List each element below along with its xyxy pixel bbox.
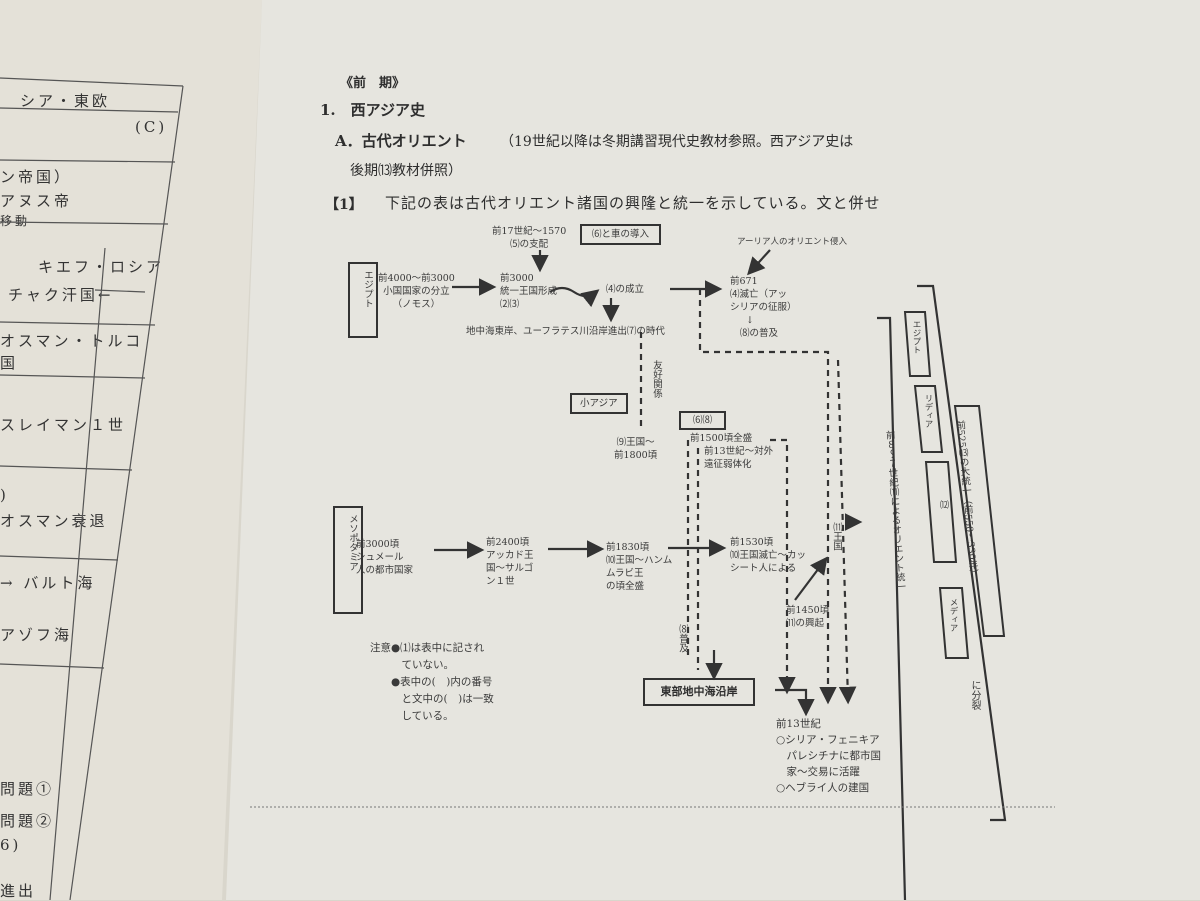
question-number: 【1】 — [325, 197, 363, 213]
chapter-title: 1. 西アジア史 — [320, 101, 426, 119]
arrow — [775, 688, 815, 717]
hittite-kingdom: ⑼王国～前1800頃 — [614, 437, 658, 461]
friendly-relations: 友好関係 — [651, 360, 662, 398]
box-6-8: ⑹⑻ — [679, 411, 727, 430]
bracket — [877, 316, 907, 900]
meso-stage-2: 前2400頃アッカド王国～サルゴン１世 — [486, 537, 534, 587]
state-12-box — [924, 461, 958, 563]
left-row: ) — [0, 486, 9, 504]
left-row: キエフ・ロシア — [38, 258, 165, 276]
left-row: アヌス帝 — [0, 192, 73, 210]
arrow — [549, 286, 600, 308]
meso-stage-3: 前1830頃⑽王国～ハンムムラビ王の頃全盛 — [606, 542, 673, 592]
arrow — [747, 249, 771, 276]
aryan-invasion: アーリア人のオリエント侵入 — [737, 237, 847, 247]
left-row: ン帝国） — [0, 168, 73, 186]
left-row: オスマン衰退 — [0, 512, 108, 530]
mediterranean-coast: 地中海東岸、ユーフラテス川沿岸進出⑺の時代 — [466, 326, 665, 337]
bracket — [917, 284, 1007, 822]
subsection-title: A．古代オリエント — [335, 132, 467, 150]
east-med-detail: 前13世紀○シリア・フェニキア パレシチナに都市国 家～交易に活躍○ヘブライ人の… — [776, 718, 881, 794]
left-row: アゾフ海 — [0, 626, 73, 644]
meso-stage-4: 前1530頃⑽王国滅亡～カッシート人による — [730, 537, 807, 574]
meso-stage-5: 前1450頃⑾の興起 — [786, 605, 830, 629]
left-header: シア・東欧 — [20, 92, 111, 110]
lydia-state: リディア — [923, 394, 933, 428]
split-label: に分裂 — [969, 680, 980, 710]
asia-minor-box: 小アジア — [570, 393, 628, 414]
kingdom-11: ⑾王国 — [831, 522, 842, 551]
spread-label: ⑻普及 — [677, 624, 688, 653]
section-label: 《前 期》 — [340, 76, 406, 91]
media-state-box — [938, 587, 970, 659]
dashed-line — [698, 289, 837, 705]
horse-chariot-box: ⑹と車の導入 — [580, 224, 662, 245]
dashed-line — [836, 359, 857, 705]
egypt-state-box — [903, 311, 932, 377]
left-row: 問題② — [0, 812, 55, 830]
left-row: オスマン・トルコ — [0, 332, 144, 350]
mesopotamia-box: メソポタミア — [333, 506, 363, 614]
note: 注意●⑴は表中に記され ていない。 ●表中の( )内の番号 と文中の( )は一致… — [370, 642, 494, 722]
great-unification-box — [953, 405, 1006, 637]
arrow — [794, 556, 828, 601]
left-row: 国 — [0, 354, 19, 372]
left-row: → バルト海 — [0, 574, 96, 592]
left-page: シア・東欧 (C) ン帝国） アヌス帝 移動 キエフ・ロシア チャク汗国← オス… — [0, 0, 262, 900]
hittite-peak: 前1500頃全盛前13世紀～対外遠征弱体化 — [690, 433, 774, 470]
subsection-note-2: 後期⒀教材併照） — [350, 163, 462, 179]
left-row: 6) — [0, 836, 22, 854]
left-row: 移動 — [0, 214, 31, 228]
left-row: スレイマン１世 — [0, 416, 127, 434]
state-12: ⑿ — [938, 500, 948, 509]
left-row: 問題① — [0, 780, 55, 798]
east-mediterranean-box: 東部地中海沿岸 — [643, 678, 755, 706]
dashed-line — [770, 438, 796, 695]
left-row: チャク汗国← — [8, 286, 114, 304]
subsection-note: （19世紀以降は冬期講習現代史教材参照。西アジア史は — [500, 134, 854, 150]
left-table-lines — [0, 77, 184, 900]
hyksos-note: 前17世紀～1570⑸の支配 — [492, 226, 567, 250]
media-state: メディア — [948, 598, 958, 632]
lydia-state-box — [913, 385, 944, 453]
egypt-stage-4: 前671⑷滅亡（アッシリアの征服）↓⑻の普及 — [730, 276, 797, 339]
left-header-tag: (C) — [135, 118, 168, 136]
egypt-stage-3: ⑷の成立 — [606, 284, 645, 295]
egypt-state: エジプト — [911, 320, 921, 354]
left-row: 進出 — [0, 882, 37, 900]
egypt-box: エジプト — [348, 262, 378, 338]
meso-stage-1: 前3000頃シュメール人の都市国家 — [356, 539, 414, 576]
question-text: 下記の表は古代オリエント諸国の興隆と統一を示している。文と併せ — [385, 194, 881, 212]
